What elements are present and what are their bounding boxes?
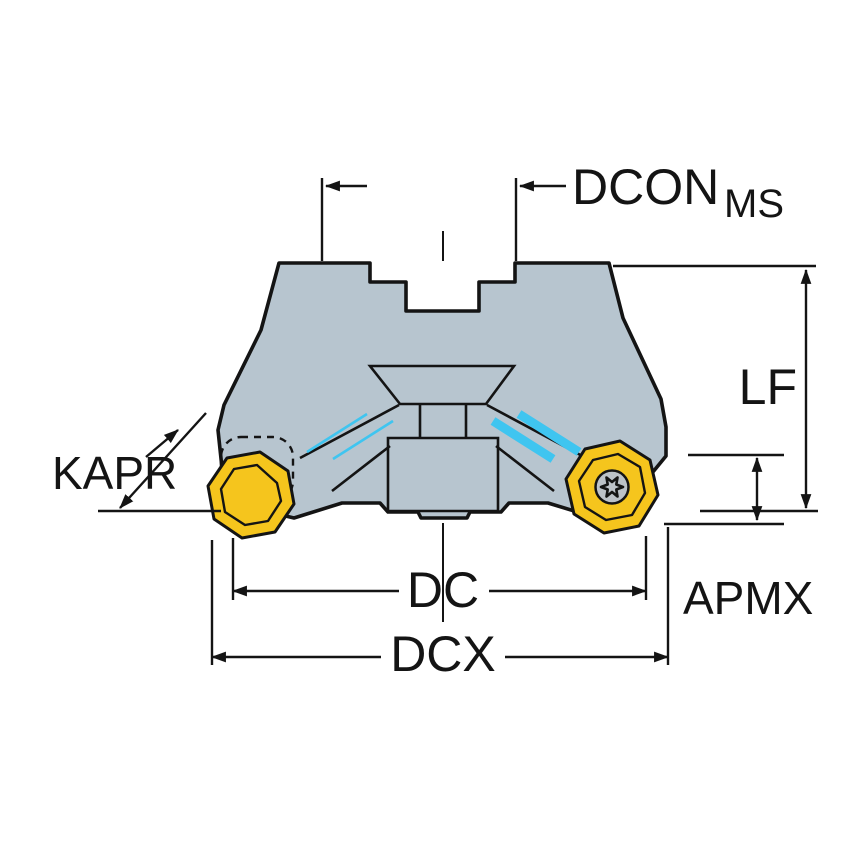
coolant-channel-left <box>306 412 394 461</box>
dim-dcon: DCON MS <box>320 159 784 261</box>
left-insert-outer <box>206 450 296 540</box>
right-insert-inner-edge <box>577 452 647 522</box>
dcon-label: DCON <box>572 159 719 215</box>
kapr-angle-line <box>119 412 207 509</box>
pocket-spoke-lines <box>299 403 587 493</box>
dim-apmx: APMX <box>664 453 813 624</box>
kapr-label: KAPR <box>52 447 177 499</box>
dc-label: DC <box>407 562 479 618</box>
insert-screw-head <box>594 469 630 505</box>
dcon-subscript-label: MS <box>724 182 784 226</box>
left-insert <box>206 450 296 540</box>
coolant-channels <box>306 410 582 463</box>
coolant-channel-right <box>490 410 582 463</box>
left-insert-inner-edge <box>219 463 283 527</box>
dcx-label: DCX <box>390 626 496 682</box>
dim-dcx: DCX <box>210 527 670 682</box>
drive-hub-trapezoid <box>367 364 517 406</box>
kapr-leader-arrow <box>145 429 179 458</box>
torx-screw-icon <box>599 476 625 498</box>
center-hub-rect <box>386 436 500 513</box>
lf-label: LF <box>739 359 797 415</box>
dim-dc: DC <box>231 536 648 618</box>
apmx-label: APMX <box>683 572 813 624</box>
dim-lf: LF <box>613 264 818 513</box>
body-details <box>299 364 587 513</box>
hub-neck-lines <box>418 404 468 438</box>
right-insert <box>564 439 660 535</box>
dim-kapr: KAPR <box>52 412 221 513</box>
